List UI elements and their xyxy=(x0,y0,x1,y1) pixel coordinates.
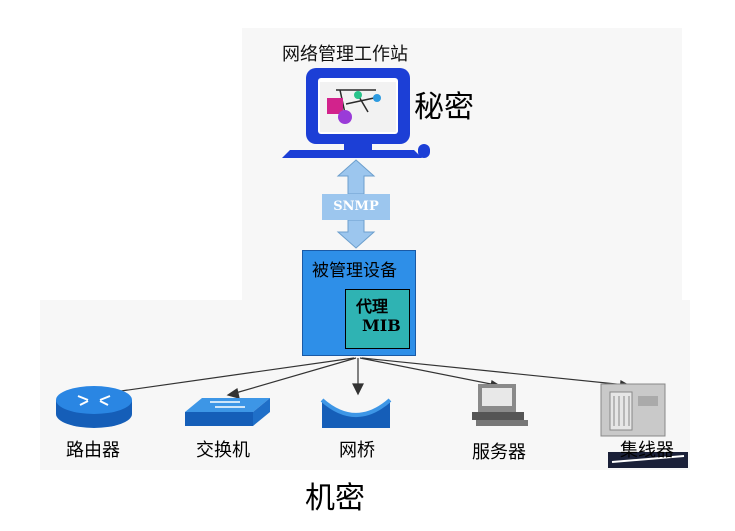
hub-label: 集线器 xyxy=(620,440,674,461)
switch-label: 交换机 xyxy=(196,440,250,461)
connection-lines xyxy=(94,357,632,399)
server-icon xyxy=(472,384,528,426)
workstation-title: 网络管理工作站 xyxy=(282,44,408,65)
router-label: 路由器 xyxy=(66,440,120,461)
bridge-label: 网桥 xyxy=(339,440,375,461)
snmp-double-arrow xyxy=(336,159,376,249)
mib-label: MIB xyxy=(362,316,401,335)
server-label: 服务器 xyxy=(472,442,526,463)
hub-icon xyxy=(600,383,688,468)
bridge-icon xyxy=(320,398,392,428)
router-icon xyxy=(56,386,132,428)
agent-box xyxy=(345,289,410,349)
workstation-icon xyxy=(282,68,430,158)
switch-icon xyxy=(185,398,270,426)
snmp-label: SNMP xyxy=(322,194,390,220)
secret-label-top: 秘密 xyxy=(414,90,474,125)
secret-label-bottom: 机密 xyxy=(305,481,365,516)
agent-label: 代理 xyxy=(356,297,389,316)
managed-device-title: 被管理设备 xyxy=(312,261,397,281)
